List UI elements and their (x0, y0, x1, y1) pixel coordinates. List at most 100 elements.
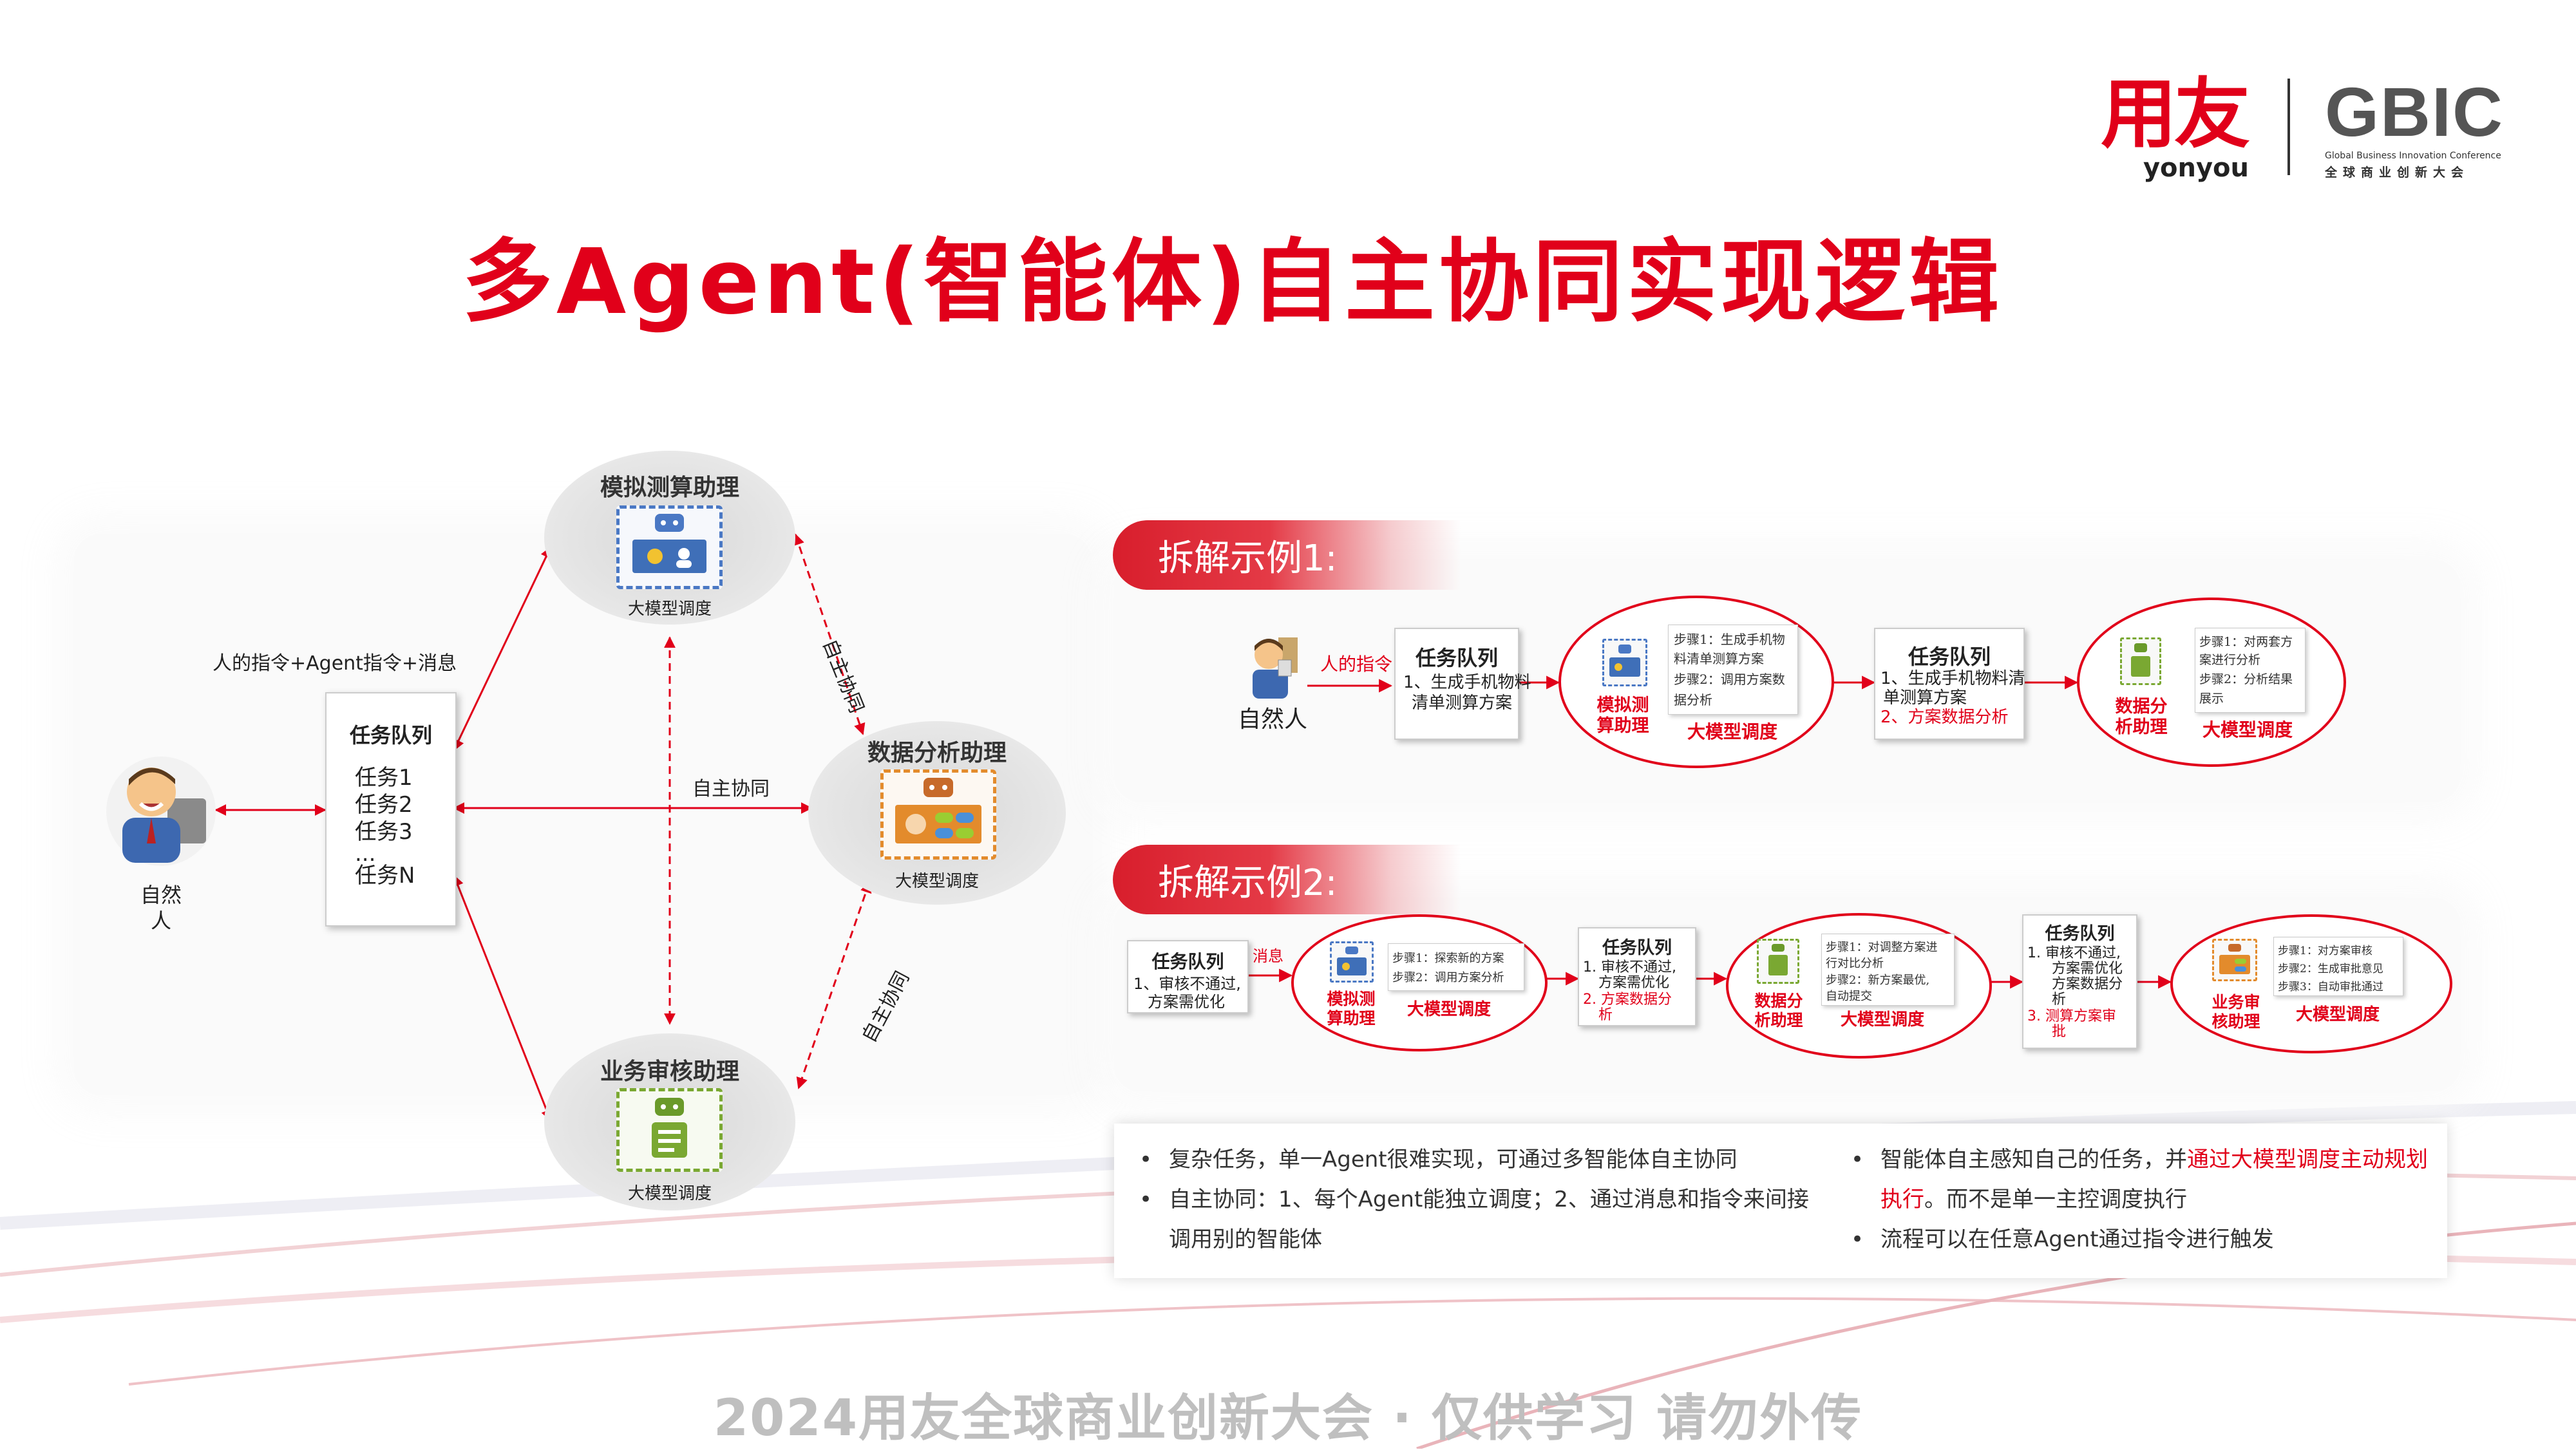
step-line: 步骤2：调用方案分析 (1392, 971, 1504, 984)
footer-watermark: 2024用友全球商业创新大会 · 仅供学习 请勿外传 (713, 1389, 1863, 1447)
bullet-right-1: • 智能体自主感知自己的任务，并通过大模型调度主动规划 执行。而不是单一主控调度… (1851, 1140, 2447, 1219)
example2-agent2-name: 数据分 析助理 (1754, 992, 1803, 1030)
queue-line-highlight: 2、方案数据分析 (1880, 708, 2009, 727)
agent-review-sub: 大模型调度 (627, 1184, 712, 1203)
queue-line: 1、生成手机物料 (1403, 673, 1531, 692)
step-line: 步骤2：分析结果 (2199, 672, 2293, 686)
example2-agent3-steps: 步骤1：对方案审核 步骤2：生成审批意见 步骤3：自动审批通过 (2273, 937, 2403, 996)
example1-queue2: 任务队列 1、生成手机物料清 单测算方案 2、方案数据分析 (1874, 628, 2025, 740)
step-line: 步骤3：自动审批通过 (2278, 981, 2383, 993)
queue-title: 任务队列 (1415, 646, 1498, 670)
step-line: 步骤1：探索新的方案 (1392, 952, 1504, 965)
page-title: 多Agent(智能体)自主协同实现逻辑 (462, 230, 2003, 335)
task-item: 任务1 (355, 765, 413, 791)
queue-line: 清单测算方案 (1412, 693, 1513, 713)
queue-line: 方案需优化 (2052, 961, 2123, 977)
bullet-text: 复杂任务，单一Agent很难实现，可通过多智能体自主协同 (1169, 1147, 1738, 1172)
person-icon (106, 757, 216, 866)
queue-title: 任务队列 (1602, 938, 1672, 958)
example2-agent2-dispatch: 大模型调度 (1841, 1010, 1925, 1030)
task-item: 任务3 (355, 819, 413, 845)
example2-agent3-dispatch: 大模型调度 (2296, 1005, 2380, 1024)
bullet-text: 流程可以在任意Agent通过指令进行触发 (1880, 1227, 2274, 1252)
gbic-logo-cn: 全球商业创新大会 (2325, 165, 2470, 180)
agent-simulation-name: 模拟测算助理 (600, 475, 739, 501)
example1-banner: 拆解示例1: (1113, 520, 1461, 590)
robot-icon (1757, 939, 1799, 984)
message-label: 消息 (1253, 947, 1283, 965)
instruction-label: 人的指令+Agent指令+消息 (213, 652, 457, 675)
example1-agent1-dispatch: 大模型调度 (1687, 721, 1778, 742)
queue-line: 方案需优化 (1148, 993, 1225, 1011)
robot-icon (1602, 639, 1647, 686)
step-line: 步骤1：对方案审核 (2278, 945, 2372, 957)
yonyou-logo-text: 用友 (2101, 70, 2250, 158)
robot-icon (2120, 637, 2161, 685)
example2-agent1-name: 模拟测 算助理 (1327, 990, 1376, 1028)
queue-line-highlight: 析 (1598, 1007, 1613, 1023)
example1-agent1-name: 模拟测 算助理 (1596, 695, 1649, 737)
bullet-text: 智能体自主感知自己的任务，并 (1880, 1147, 2187, 1172)
bullet-right-2: • 流程可以在任意Agent通过指令进行触发 (1851, 1219, 2447, 1259)
yonyou-logo: 用友 yonyou (2101, 70, 2250, 183)
example1-instruction-label: 人的指令 (1320, 654, 1393, 675)
bullet-dot: • (1851, 1147, 1864, 1172)
example2-queue2: 任务队列 1. 审核不通过, 方案需优化 2. 方案数据分 析 (1578, 927, 1696, 1026)
queue-line-highlight: 3. 测算方案审 (2027, 1008, 2116, 1024)
robot-icon (880, 769, 996, 860)
queue-title: 任务队列 (1151, 951, 1224, 972)
task-queue-title: 任务队列 (349, 723, 432, 748)
gbic-logo-text: GBIC (2325, 73, 2504, 151)
person-icon (1253, 637, 1298, 699)
step-line: 据分析 (1674, 692, 1712, 708)
queue-line: 单测算方案 (1883, 688, 1967, 708)
bullet-dot: • (1139, 1187, 1153, 1212)
bullet-text: 。而不是单一主控调度执行 (1924, 1187, 2187, 1212)
agent-analysis-name: 数据分析助理 (867, 740, 1007, 766)
example1-agent2-steps: 步骤1：对两套方 案进行分析 步骤2：分析结果 展示 (2195, 628, 2306, 713)
queue-line: 1、审核不通过, (1133, 975, 1241, 993)
robot-icon (2212, 939, 2257, 981)
agent-analysis-sub: 大模型调度 (895, 872, 979, 891)
queue-line: 1. 审核不通过, (2027, 945, 2121, 961)
example1-agent1-steps: 步骤1：生成手机物 料清单测算方案 步骤2：调用方案数 据分析 (1668, 625, 1798, 715)
yonyou-logo-sub: yonyou (2143, 153, 2249, 183)
example2-banner: 拆解示例2: (1113, 845, 1461, 914)
step-line: 案进行分析 (2199, 653, 2261, 667)
queue-title: 任务队列 (1908, 645, 1991, 669)
agent-simulation: 模拟测算助理 大模型调度 (544, 451, 795, 625)
robot-icon (616, 1088, 723, 1172)
person-label: 自然 人 (140, 883, 182, 933)
agent-review-name: 业务审核助理 (600, 1059, 739, 1085)
task-queue-box: 任务队列 任务1 任务2 任务3 ... 任务N (325, 692, 457, 927)
step-line: 步骤1：生成手机物 (1674, 632, 1785, 647)
bullet-dot: • (1139, 1147, 1153, 1172)
example2-queue1: 任务队列 1、审核不通过, 方案需优化 (1127, 940, 1249, 1013)
logo-divider (2287, 79, 2290, 175)
task-item: 任务2 (355, 792, 413, 818)
step-line: 步骤1：对调整方案进 (1826, 941, 1938, 954)
example2-banner-text: 拆解示例2: (1158, 862, 1338, 904)
example2-agent2-steps: 步骤1：对调整方案进 行对比分析 步骤2：新方案最优, 自动提交 (1821, 934, 1955, 1006)
robot-icon (1330, 941, 1374, 983)
task-item: ... (355, 841, 376, 867)
step-line: 行对比分析 (1826, 957, 1884, 970)
step-line: 步骤1：对两套方 (2199, 635, 2293, 649)
bullet-left-2: • 自主协同：1、每个Agent能独立调度；2、通过消息和指令来间接 调用别的智… (1139, 1180, 1852, 1259)
gbic-logo-en: Global Business Innovation Conference (2325, 151, 2501, 161)
queue-line-highlight: 批 (2052, 1024, 2067, 1040)
step-line: 自动提交 (1826, 990, 1872, 1003)
queue-line: 1. 审核不通过, (1583, 959, 1676, 975)
bullet-text: 自主协同：1、每个Agent能独立调度；2、通过消息和指令来间接 (1169, 1187, 1809, 1212)
step-line: 步骤2：调用方案数 (1674, 672, 1785, 687)
agent-review: 业务审核助理 大模型调度 (544, 1033, 795, 1210)
queue-line: 1、生成手机物料清 (1880, 669, 2025, 688)
task-item: 任务N (355, 863, 415, 889)
summary-box (1114, 1124, 2447, 1278)
bullet-text-highlight: 执行 (1880, 1187, 1924, 1212)
step-line: 料清单测算方案 (1674, 651, 1764, 666)
collab-label-center: 自主协同 (692, 778, 770, 800)
task-queue-list: 任务1 任务2 任务3 ... 任务N (355, 764, 415, 889)
example2-agent3-name: 业务审 核助理 (2211, 993, 2260, 1031)
